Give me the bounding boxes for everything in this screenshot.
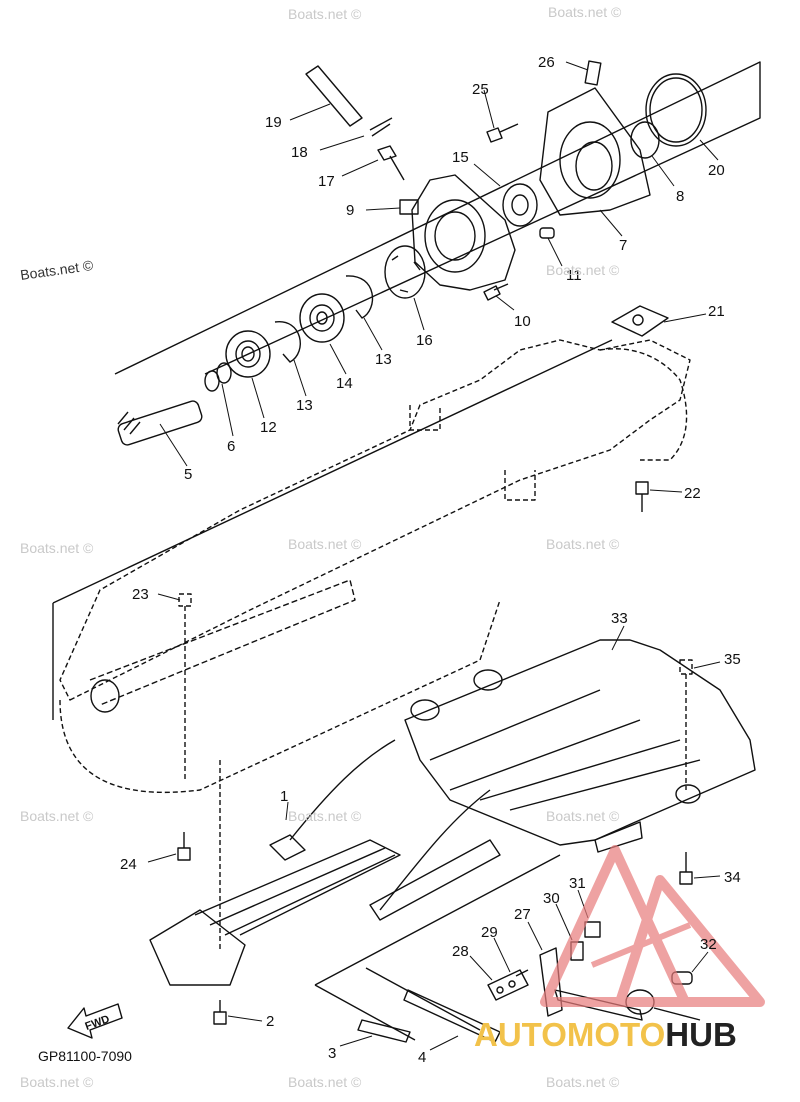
callout-35: 35 (724, 651, 741, 668)
watermark-text: Boats.net © (546, 1074, 620, 1090)
callout-11: 11 (566, 267, 582, 284)
callout-22: 22 (684, 485, 701, 502)
watermark-text: Boats.net © (20, 1074, 94, 1090)
callout-34: 34 (724, 869, 741, 886)
watermark-text: Boats.net © (288, 536, 362, 552)
callout-10: 10 (514, 313, 531, 330)
callout-3: 3 (328, 1045, 337, 1062)
callout-27: 27 (514, 906, 531, 923)
watermark-text: Boats.net © (548, 4, 622, 20)
callout-4: 4 (418, 1049, 427, 1066)
watermark-text: Boats.net © (546, 808, 620, 824)
callout-9: 9 (346, 202, 355, 219)
callout-2: 2 (266, 1013, 275, 1030)
callout-19: 19 (265, 114, 282, 131)
fwd-label: FWD (84, 1013, 112, 1033)
callout-16: 16 (416, 332, 433, 349)
callout-30: 30 (543, 890, 560, 907)
callout-24: 24 (120, 856, 137, 873)
callout-18: 18 (291, 144, 308, 161)
callout-13b: 13 (375, 351, 392, 368)
callout-25: 25 (472, 81, 489, 98)
brand-logo-part-2: HUB (665, 1016, 737, 1053)
watermark-text: Boats.net © (288, 808, 362, 824)
callout-29: 29 (481, 924, 498, 941)
watermark-text: Boats.net © (546, 536, 620, 552)
callout-13a: 13 (296, 397, 313, 414)
callout-28: 28 (452, 943, 469, 960)
brand-logo-part-1: AUTOMOTO (474, 1016, 666, 1053)
callout-26: 26 (538, 54, 555, 71)
watermark-text: Boats.net © (20, 540, 94, 556)
brand-logo: AUTOMOTOHUB (474, 1016, 737, 1054)
callout-20: 20 (708, 162, 725, 179)
watermark-text: Boats.net © (288, 6, 362, 22)
callout-5: 5 (184, 466, 193, 483)
watermark-text: Boats.net © (546, 262, 620, 278)
callout-31: 31 (569, 875, 586, 892)
rail-part-1 (149, 739, 401, 986)
shaft-part-5 (117, 400, 203, 446)
watermark-text: Boats.net © (20, 808, 94, 824)
callout-12: 12 (260, 419, 277, 436)
callout-1: 1 (280, 788, 289, 805)
callout-32: 32 (700, 936, 717, 953)
callout-33: 33 (611, 610, 628, 627)
logo-mark (540, 845, 765, 1007)
callout-8: 8 (676, 188, 685, 205)
callout-23: 23 (132, 586, 149, 603)
cover-part-7 (539, 87, 651, 216)
callout-17: 17 (318, 173, 335, 190)
callout-21: 21 (708, 303, 725, 320)
housing-part-9 (399, 174, 516, 291)
callout-15: 15 (452, 149, 469, 166)
callout-7: 7 (619, 237, 628, 254)
grate-part-33 (404, 639, 756, 853)
part-code: GP81100-7090 (38, 1048, 132, 1064)
callout-14: 14 (336, 375, 353, 392)
callout-6: 6 (227, 438, 236, 455)
watermark-text: Boats.net © (288, 1074, 362, 1090)
